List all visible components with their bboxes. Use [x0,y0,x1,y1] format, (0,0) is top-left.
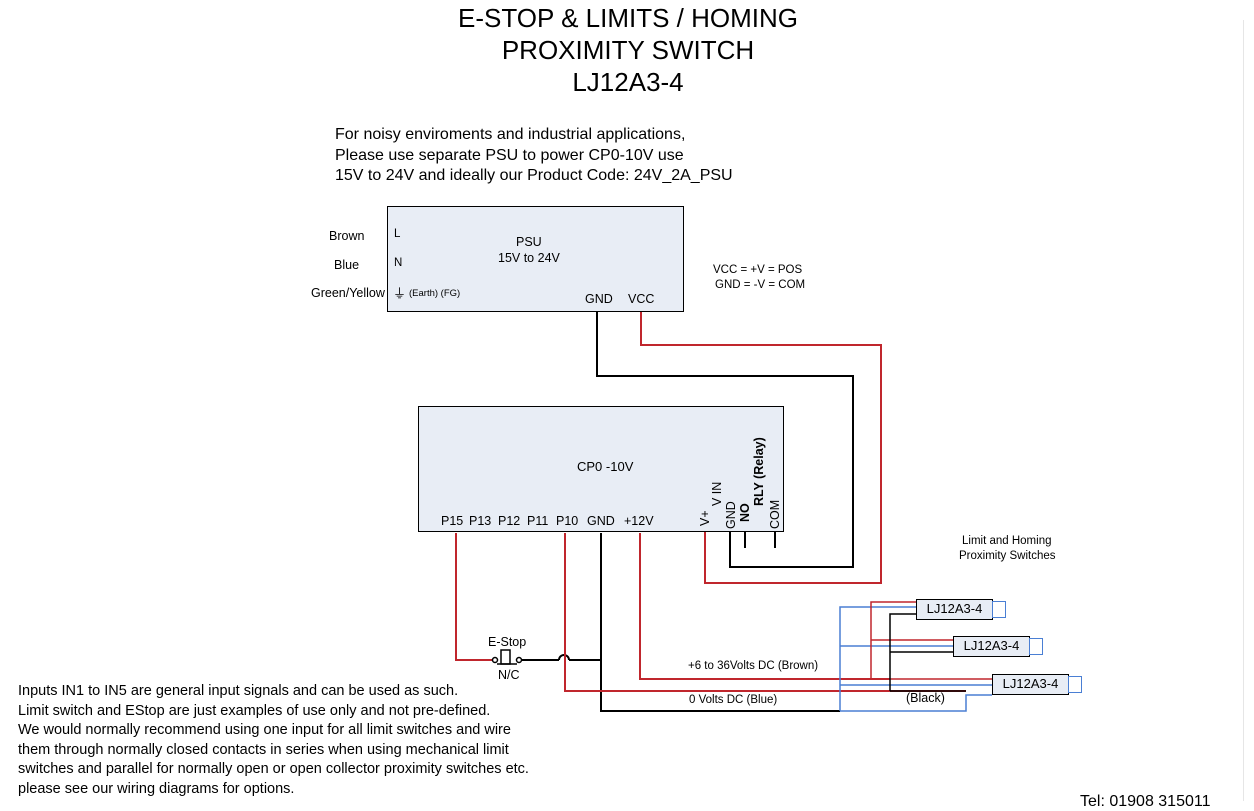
black-wire-label: (Black) [906,691,945,705]
sensors-heading-line-2: Proximity Switches [959,550,1056,562]
gnd-blue-wire [600,533,840,712]
psu-vcc-wire [640,311,882,584]
pin-p12: P12 [498,514,521,528]
mains-earth-label: Green/Yellow [311,286,385,300]
pin-p10: P10 [556,514,579,528]
sensor-1-head [992,601,1006,618]
pin-com: COM [768,499,782,529]
proximity-sensor-3: LJ12A3-4 [992,674,1069,695]
sensors-heading-line-1: Limit and Homing [962,535,1052,547]
psu-gnd-terminal: GND [585,292,613,306]
v12-brown-wire [639,533,890,680]
estop-label: E-Stop [488,635,527,649]
title-line-2: PROXIMITY SWITCH [501,35,755,65]
pin-gnd: GND [587,514,615,528]
psu-range: 15V to 24V [498,251,560,265]
psu-title: PSU [516,235,542,249]
psu-earth-label: (Earth) (FG) [409,288,461,299]
estop-state: N/C [498,668,520,682]
diagram-title: E-STOP & LIMITS / HOMING PROXIMITY SWITC… [0,2,1254,98]
bottom-note-line-4: them through normally closed contacts in… [18,741,509,758]
psu-pin-l: L [394,228,401,240]
title-line-1: E-STOP & LIMITS / HOMING [458,3,798,33]
psu-box: L N ⏚ (Earth) (FG) PSU 15V to 24V GND VC… [387,206,684,312]
sensor-2-head [1029,638,1043,655]
pin-vplus: V+ [698,510,712,526]
bottom-note-line-2: Limit switch and EStop are just examples… [18,702,491,719]
estop-symbol [491,649,523,665]
pin-p11: P11 [527,514,549,528]
pin-p15: P15 [441,514,464,528]
mains-brown-label: Brown [329,229,365,243]
legend-vcc: VCC = +V = POS [713,264,803,276]
pin-vin: V IN [710,481,724,506]
controller-title: CP0 -10V [577,459,634,474]
bottom-note-line-1: Inputs IN1 to IN5 are general input sign… [18,683,459,699]
psu-pin-n: N [394,257,403,269]
earth-icon: ⏚ [393,286,407,301]
sensor-3-head [1068,676,1082,693]
top-note-line-2: Please use separate PSU to power CP0-10V… [335,147,684,164]
controller-box: CP0 -10V P15 P13 P12 P11 P10 GND +12V [418,406,784,532]
p10-signal-wire [564,533,966,692]
title-line-3: LJ12A3-4 [572,67,684,97]
top-note-line-3: 15V to 24V and ideally our Product Code:… [335,167,733,184]
p15-estop-wire [455,533,492,661]
legend-gnd: GND = -V = COM [715,279,806,291]
page-edge-line [1243,20,1244,801]
brown-wire-label: +6 to 36Volts DC (Brown) [688,660,819,672]
pin-relay-gnd: GND [724,501,738,529]
psu-vcc-terminal: VCC [628,292,655,306]
proximity-sensor-1: LJ12A3-4 [916,599,993,620]
pin-no: NO [738,503,752,522]
pin-p13: P13 [469,514,492,528]
psu-gnd-wire [596,311,854,568]
pin-rly: RLY (Relay) [752,437,766,506]
blue-wire-label: 0 Volts DC (Blue) [689,694,778,706]
bottom-note-line-6: please see our wiring diagrams for optio… [18,780,295,797]
bottom-note-line-5: switches and parallel for normally open … [18,761,529,777]
footer-phone: Tel: 01908 315011 [1080,793,1211,810]
bottom-note: Inputs IN1 to IN5 are general input sign… [18,682,529,799]
top-note-line-1: For noisy enviroments and industrial app… [335,126,686,143]
mains-blue-label: Blue [334,258,360,272]
proximity-sensor-2: LJ12A3-4 [953,636,1030,657]
pin-12v: +12V [624,514,654,528]
bottom-note-line-3: We would normally recommend using one in… [18,722,511,738]
